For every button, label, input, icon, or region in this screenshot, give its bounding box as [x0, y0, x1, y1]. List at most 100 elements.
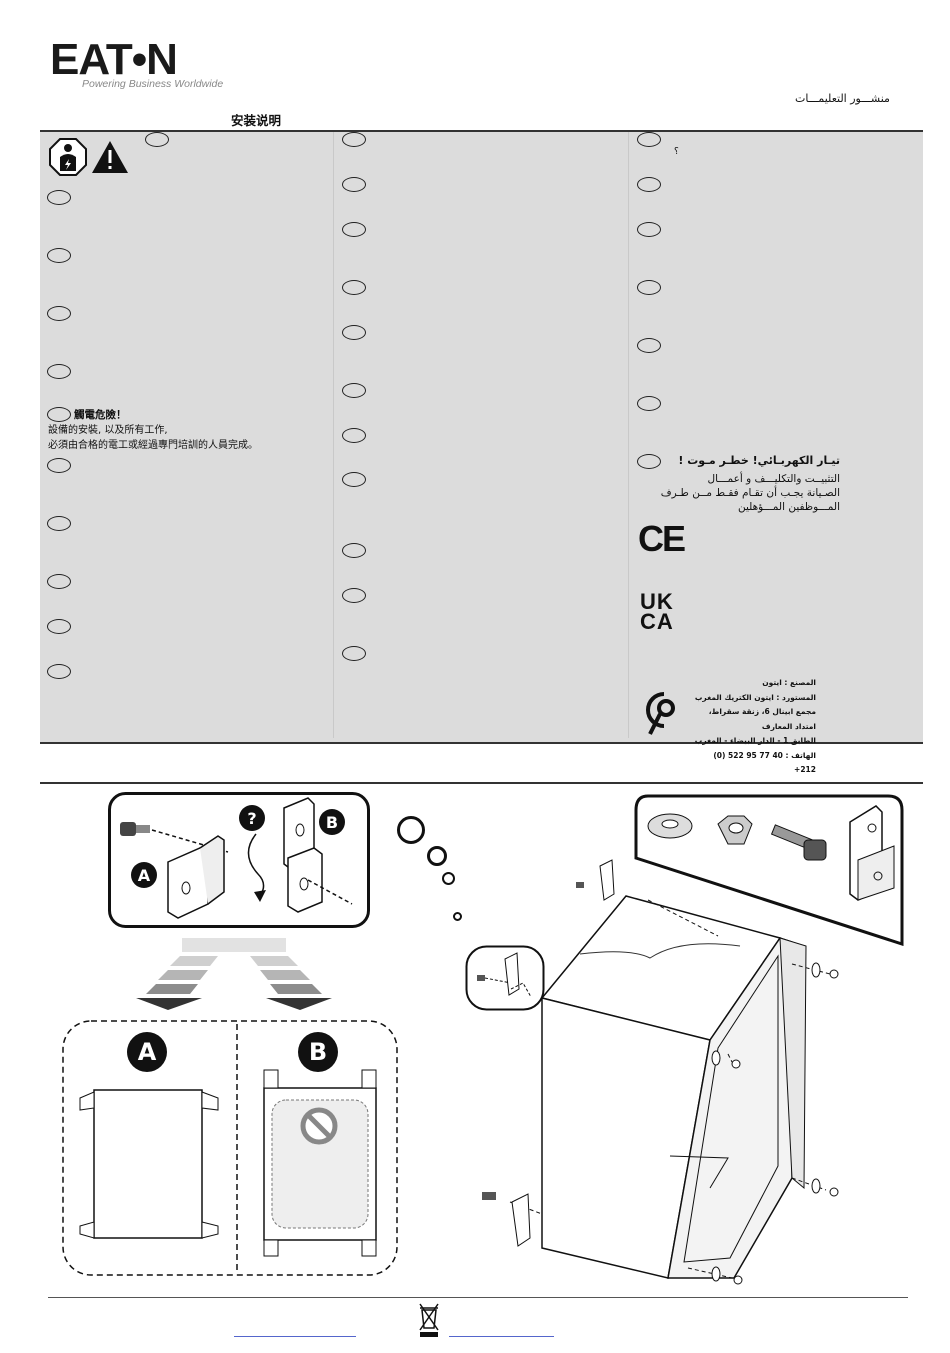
lang-oval — [47, 458, 71, 473]
bracket-b-icon — [283, 797, 323, 913]
label-a: A — [138, 866, 151, 885]
section-rule — [40, 782, 923, 784]
hardware-kit-box — [634, 794, 904, 946]
safety-icons — [49, 138, 128, 176]
zh-warning-line2: 必須由合格的電工或經過專門培訓的人員完成。 — [48, 440, 258, 451]
screw-icon — [120, 822, 150, 836]
lang-oval — [47, 364, 71, 379]
ukca-top: UK — [640, 589, 674, 614]
lang-oval — [637, 177, 661, 192]
fixing-nut-icons — [711, 962, 839, 1285]
mounting-options: A B — [62, 1020, 398, 1276]
lang-oval — [47, 190, 71, 205]
lang-oval — [342, 383, 366, 398]
thought-bubble — [442, 872, 455, 885]
footer-link-left[interactable] — [234, 1336, 356, 1337]
lang-oval — [342, 280, 366, 295]
top-bracket-icon — [576, 859, 615, 901]
thought-bubble — [397, 816, 425, 844]
zh-electric-warning: 觸電危險！ 設備的安裝, 以及所有工作, 必須由合格的電工或經過專門培訓的人員完… — [48, 408, 258, 453]
small-mark: ؟ — [674, 147, 679, 157]
option-a-label: A — [138, 1038, 157, 1066]
lang-oval — [47, 306, 71, 321]
prohibited-icon — [300, 1107, 338, 1145]
mfr-line2: المستورد : ايتون الكتريك المغرب — [694, 692, 816, 702]
lang-oval — [342, 132, 366, 147]
qualified-electrician-icon — [49, 138, 87, 176]
page-title-zh: 安装说明 — [231, 113, 282, 128]
footer-link-right[interactable] — [449, 1336, 554, 1337]
rotate-arrow-icon — [247, 833, 266, 902]
bracket-callout — [465, 945, 545, 1011]
lang-oval — [145, 132, 169, 147]
ar-warning-heading: تيـار الكهربـائي! خطـر مـوت ! — [678, 454, 840, 467]
bottom-bracket-icon — [482, 1192, 531, 1247]
question-mark: ? — [247, 809, 256, 828]
ar-electric-warning: تيـار الكهربـائي! خطـر مـوت ! التثبيــت … — [640, 454, 840, 514]
label-a-badge — [131, 862, 157, 888]
zh-warning-heading: 觸電危險！ — [74, 409, 127, 421]
eaton-logo: EAT•N — [50, 35, 178, 84]
mfr-line1: المصنع : ايتون — [762, 678, 816, 687]
lang-oval — [342, 428, 366, 443]
lang-oval — [342, 177, 366, 192]
mfr-line5: الهاتف : 40 77 95 522 (0) 212+ — [713, 750, 816, 775]
lang-oval-ar — [637, 454, 661, 469]
option-a-badge — [127, 1032, 167, 1072]
zh-warning-line1: 設備的安裝, 以及所有工作, — [48, 425, 168, 436]
logo-tagline: Powering Business Worldwide — [82, 78, 224, 90]
thought-bubble — [427, 846, 447, 866]
lang-oval — [342, 543, 366, 558]
lang-oval — [342, 472, 366, 487]
bracket-detail-box: A ? B — [108, 792, 370, 928]
ce-mark: CE — [638, 518, 686, 559]
enclosure-drawing — [482, 859, 839, 1285]
label-b: B — [326, 813, 338, 832]
ukca-mark: UK CA — [640, 589, 674, 634]
lang-oval — [47, 516, 71, 531]
option-b-label: B — [309, 1038, 327, 1066]
column-divider — [333, 132, 334, 738]
lang-oval — [637, 338, 661, 353]
page-title-ar: منشـــور التعليمـــات — [795, 92, 890, 105]
lang-oval — [342, 646, 366, 661]
option-b-badge — [298, 1032, 338, 1072]
washer-icon — [647, 813, 693, 839]
ar-warning-line3: المـــوظفين المـــؤهلين — [737, 501, 840, 513]
lang-oval — [47, 664, 71, 679]
lang-oval — [47, 248, 71, 263]
lang-oval — [637, 132, 661, 147]
mfr-line4: الطابق 1 - الدار البيضاء - المغرب — [694, 736, 816, 745]
lang-oval — [637, 280, 661, 295]
thought-bubble — [453, 912, 462, 921]
lang-oval — [637, 396, 661, 411]
direction-arrows — [136, 938, 332, 1010]
label-b-badge — [319, 809, 345, 835]
lang-oval-zh — [47, 407, 71, 422]
question-badge — [239, 805, 265, 831]
lang-oval — [342, 325, 366, 340]
nut-icon — [717, 815, 753, 845]
lang-oval — [47, 574, 71, 589]
enclosure-back-a — [79, 1089, 219, 1239]
language-panel — [40, 130, 923, 744]
warning-triangle-icon — [92, 141, 128, 173]
lang-oval — [342, 222, 366, 237]
arrow-right-icon — [250, 956, 332, 1010]
arrow-left-icon — [136, 956, 218, 1010]
ar-warning-line1: التثبيــت والتكليـــف و أعمـــال — [707, 473, 840, 485]
bolt-icon — [770, 824, 827, 861]
bracket-a-icon — [167, 835, 225, 919]
ar-warning-line2: الصـيانة يجـب أن تقـام فقـط مــن طـرف — [660, 487, 840, 499]
lang-oval — [47, 619, 71, 634]
weee-bin-icon — [419, 1303, 439, 1337]
lang-oval — [637, 222, 661, 237]
mfr-line3: مجمع ابينال 6، زنقة سقراط، امتداد المعار… — [708, 707, 816, 731]
ukca-bottom: CA — [640, 609, 674, 634]
mounting-bracket-icon — [849, 805, 895, 901]
column-divider — [628, 132, 629, 738]
enclosure-back-b — [263, 1069, 377, 1257]
conformity-mark-icon — [646, 692, 675, 735]
manufacturer-info-ar: المصنع : ايتون المستورد : ايتون الكتريك … — [690, 676, 816, 778]
footer-rule — [48, 1297, 908, 1298]
